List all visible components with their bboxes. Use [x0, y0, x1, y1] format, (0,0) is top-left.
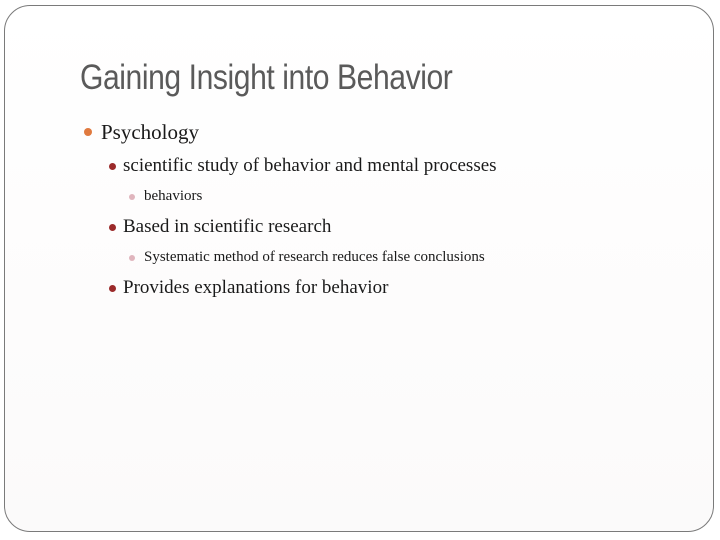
slide-title: Gaining Insight into Behavior [80, 58, 453, 97]
bullet-scientific-study: scientific study of behavior and mental … [123, 155, 497, 176]
bullet-provides-explanations: Provides explanations for behavior [123, 277, 389, 298]
bullet-psychology: Psychology [101, 120, 200, 144]
bullet-level3-icon [129, 194, 135, 200]
bullet-scientific-research: Based in scientific research [123, 216, 332, 237]
bullet-level1-icon [84, 128, 92, 136]
bullet-behaviors: behaviors [144, 188, 203, 204]
bullet-level2-icon [109, 285, 116, 292]
slide-frame [4, 5, 714, 532]
bullet-level3-icon [129, 255, 135, 261]
bullet-level2-icon [109, 163, 116, 170]
bullet-level2-icon [109, 224, 116, 231]
bullet-systematic-method: Systematic method of research reduces fa… [144, 249, 485, 265]
